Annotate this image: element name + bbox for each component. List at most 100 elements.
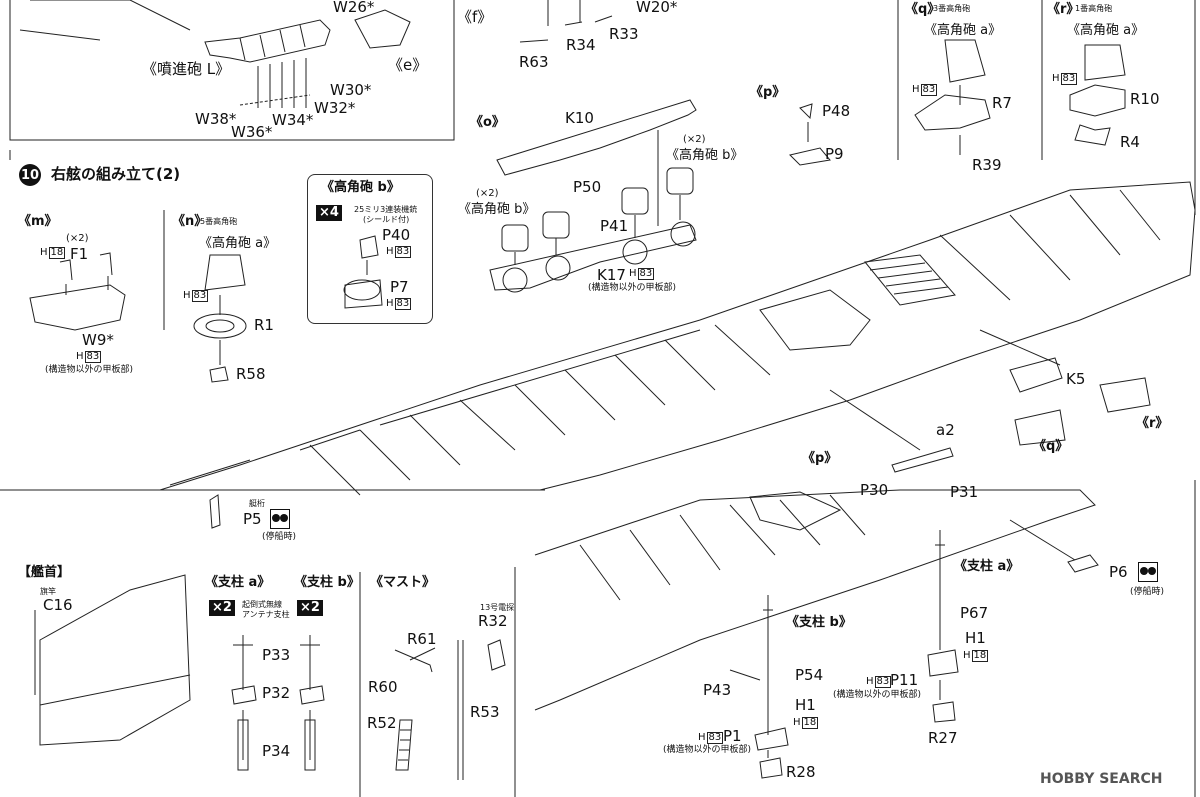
- badge-x4: ×4: [316, 205, 342, 222]
- label-p34: P34: [262, 742, 291, 760]
- label-support-a: 《支柱 a》: [205, 575, 271, 590]
- label-m-x2: (×2): [66, 233, 89, 244]
- note-c16: 旗竿: [40, 587, 56, 596]
- label-a2: a2: [936, 421, 955, 439]
- label-p9: P9: [825, 145, 844, 163]
- stopped-ship-symbol-icon: [270, 509, 290, 529]
- note-p1: (構造物以外の甲板部): [663, 745, 752, 755]
- note-gun-b-1: 25ミリ3連装機銃: [354, 205, 418, 214]
- label-support-b: 《支柱 b》: [294, 575, 360, 590]
- label-m: 《m》: [18, 214, 58, 229]
- label-deck-r: 《r》: [1136, 416, 1169, 431]
- label-p30: P30: [860, 481, 889, 499]
- label-f: 《f》: [457, 8, 493, 26]
- label-mast: 《マスト》: [370, 575, 436, 590]
- note-q: 3番高角砲: [933, 4, 971, 13]
- stopped-ship-symbol-icon: [1138, 562, 1158, 582]
- label-p41: P41: [600, 217, 629, 235]
- label-p6: P6: [1109, 563, 1128, 581]
- label-f1: F1: [70, 245, 89, 263]
- note-gun-b-2: (シールド付): [363, 215, 410, 224]
- label-r7: R7: [992, 94, 1012, 112]
- label-w9: W9*: [82, 331, 114, 349]
- label-r27: R27: [928, 729, 958, 747]
- label-r52: R52: [367, 714, 397, 732]
- label-deck-p: 《p》: [802, 451, 838, 466]
- label-r34: R34: [566, 36, 596, 54]
- label-p50: P50: [573, 178, 602, 196]
- label-p40: P40: [382, 226, 411, 244]
- label-r61: R61: [407, 630, 437, 648]
- label-r63: R63: [519, 53, 549, 71]
- label-r1: R1: [254, 316, 274, 334]
- label-r53: R53: [470, 703, 500, 721]
- label-p67: P67: [960, 604, 989, 622]
- label-w36: W36*: [231, 123, 273, 141]
- label-q-gun-a: 《高角砲 a》: [924, 23, 1002, 38]
- note-n: 5番高角砲: [200, 217, 238, 226]
- label-r58: R58: [236, 365, 266, 383]
- label-w32: W32*: [314, 99, 356, 117]
- label-gun-b-left: 《高角砲 b》: [458, 202, 536, 217]
- label-p33: P33: [262, 646, 291, 664]
- note-support-a-2: アンテナ支柱: [242, 610, 290, 619]
- label-p: 《p》: [750, 85, 786, 100]
- caption-p6: (停船時): [1130, 587, 1165, 597]
- note-support-a-1: 起倒式無線: [242, 600, 282, 609]
- label-o: 《o》: [470, 115, 505, 130]
- label-x2-right: (×2): [683, 134, 706, 145]
- label-gun-b-box-title: 《高角砲 b》: [321, 180, 400, 195]
- label-w26: W26*: [333, 0, 375, 16]
- label-r33: R33: [609, 25, 639, 43]
- label-p48: P48: [822, 102, 851, 120]
- label-e: 《e》: [388, 56, 428, 74]
- step-title: 右舷の組み立て(2): [51, 165, 181, 183]
- badge-x2-support-a: ×2: [209, 600, 235, 617]
- label-h1-a: H1: [965, 629, 986, 647]
- label-n-gun-a: 《高角砲 a》: [199, 236, 277, 251]
- label-h1-b: H1: [795, 696, 816, 714]
- note-r: 1番高角砲: [1075, 4, 1113, 13]
- label-r10: R10: [1130, 90, 1160, 108]
- gun-b-subassembly-panel: [307, 174, 433, 324]
- label-gun-b-right: 《高角砲 b》: [666, 148, 744, 163]
- label-r28: R28: [786, 763, 816, 781]
- label-w30: W30*: [330, 81, 372, 99]
- label-c16: C16: [43, 596, 73, 614]
- label-q: 《q》: [905, 2, 941, 17]
- label-p1: P1: [723, 727, 742, 745]
- label-bow: 【艦首】: [18, 565, 71, 580]
- label-p43: P43: [703, 681, 732, 699]
- label-x2-left: (×2): [476, 188, 499, 199]
- label-lower-support-b: 《支柱 b》: [786, 615, 852, 630]
- label-p5: P5: [243, 510, 262, 528]
- watermark-logo: HOBBY SEARCH: [1040, 771, 1163, 787]
- note-p5: 艇桁: [249, 499, 265, 508]
- step-number-badge: 10: [19, 164, 41, 186]
- label-k5: K5: [1066, 370, 1086, 388]
- label-w34: W34*: [272, 111, 314, 129]
- label-r: 《r》: [1047, 2, 1080, 17]
- label-deck-q: 《q》: [1033, 439, 1069, 454]
- label-p32: P32: [262, 684, 291, 702]
- label-p7: P7: [390, 278, 409, 296]
- label-lower-support-a: 《支柱 a》: [954, 559, 1020, 574]
- label-r39: R39: [972, 156, 1002, 174]
- label-r32: R32: [478, 612, 508, 630]
- label-r60: R60: [368, 678, 398, 696]
- label-k10: K10: [565, 109, 594, 127]
- label-n: 《n》: [172, 214, 208, 229]
- note-w9: (構造物以外の甲板部): [45, 365, 134, 375]
- caption-p5: (停船時): [262, 532, 297, 542]
